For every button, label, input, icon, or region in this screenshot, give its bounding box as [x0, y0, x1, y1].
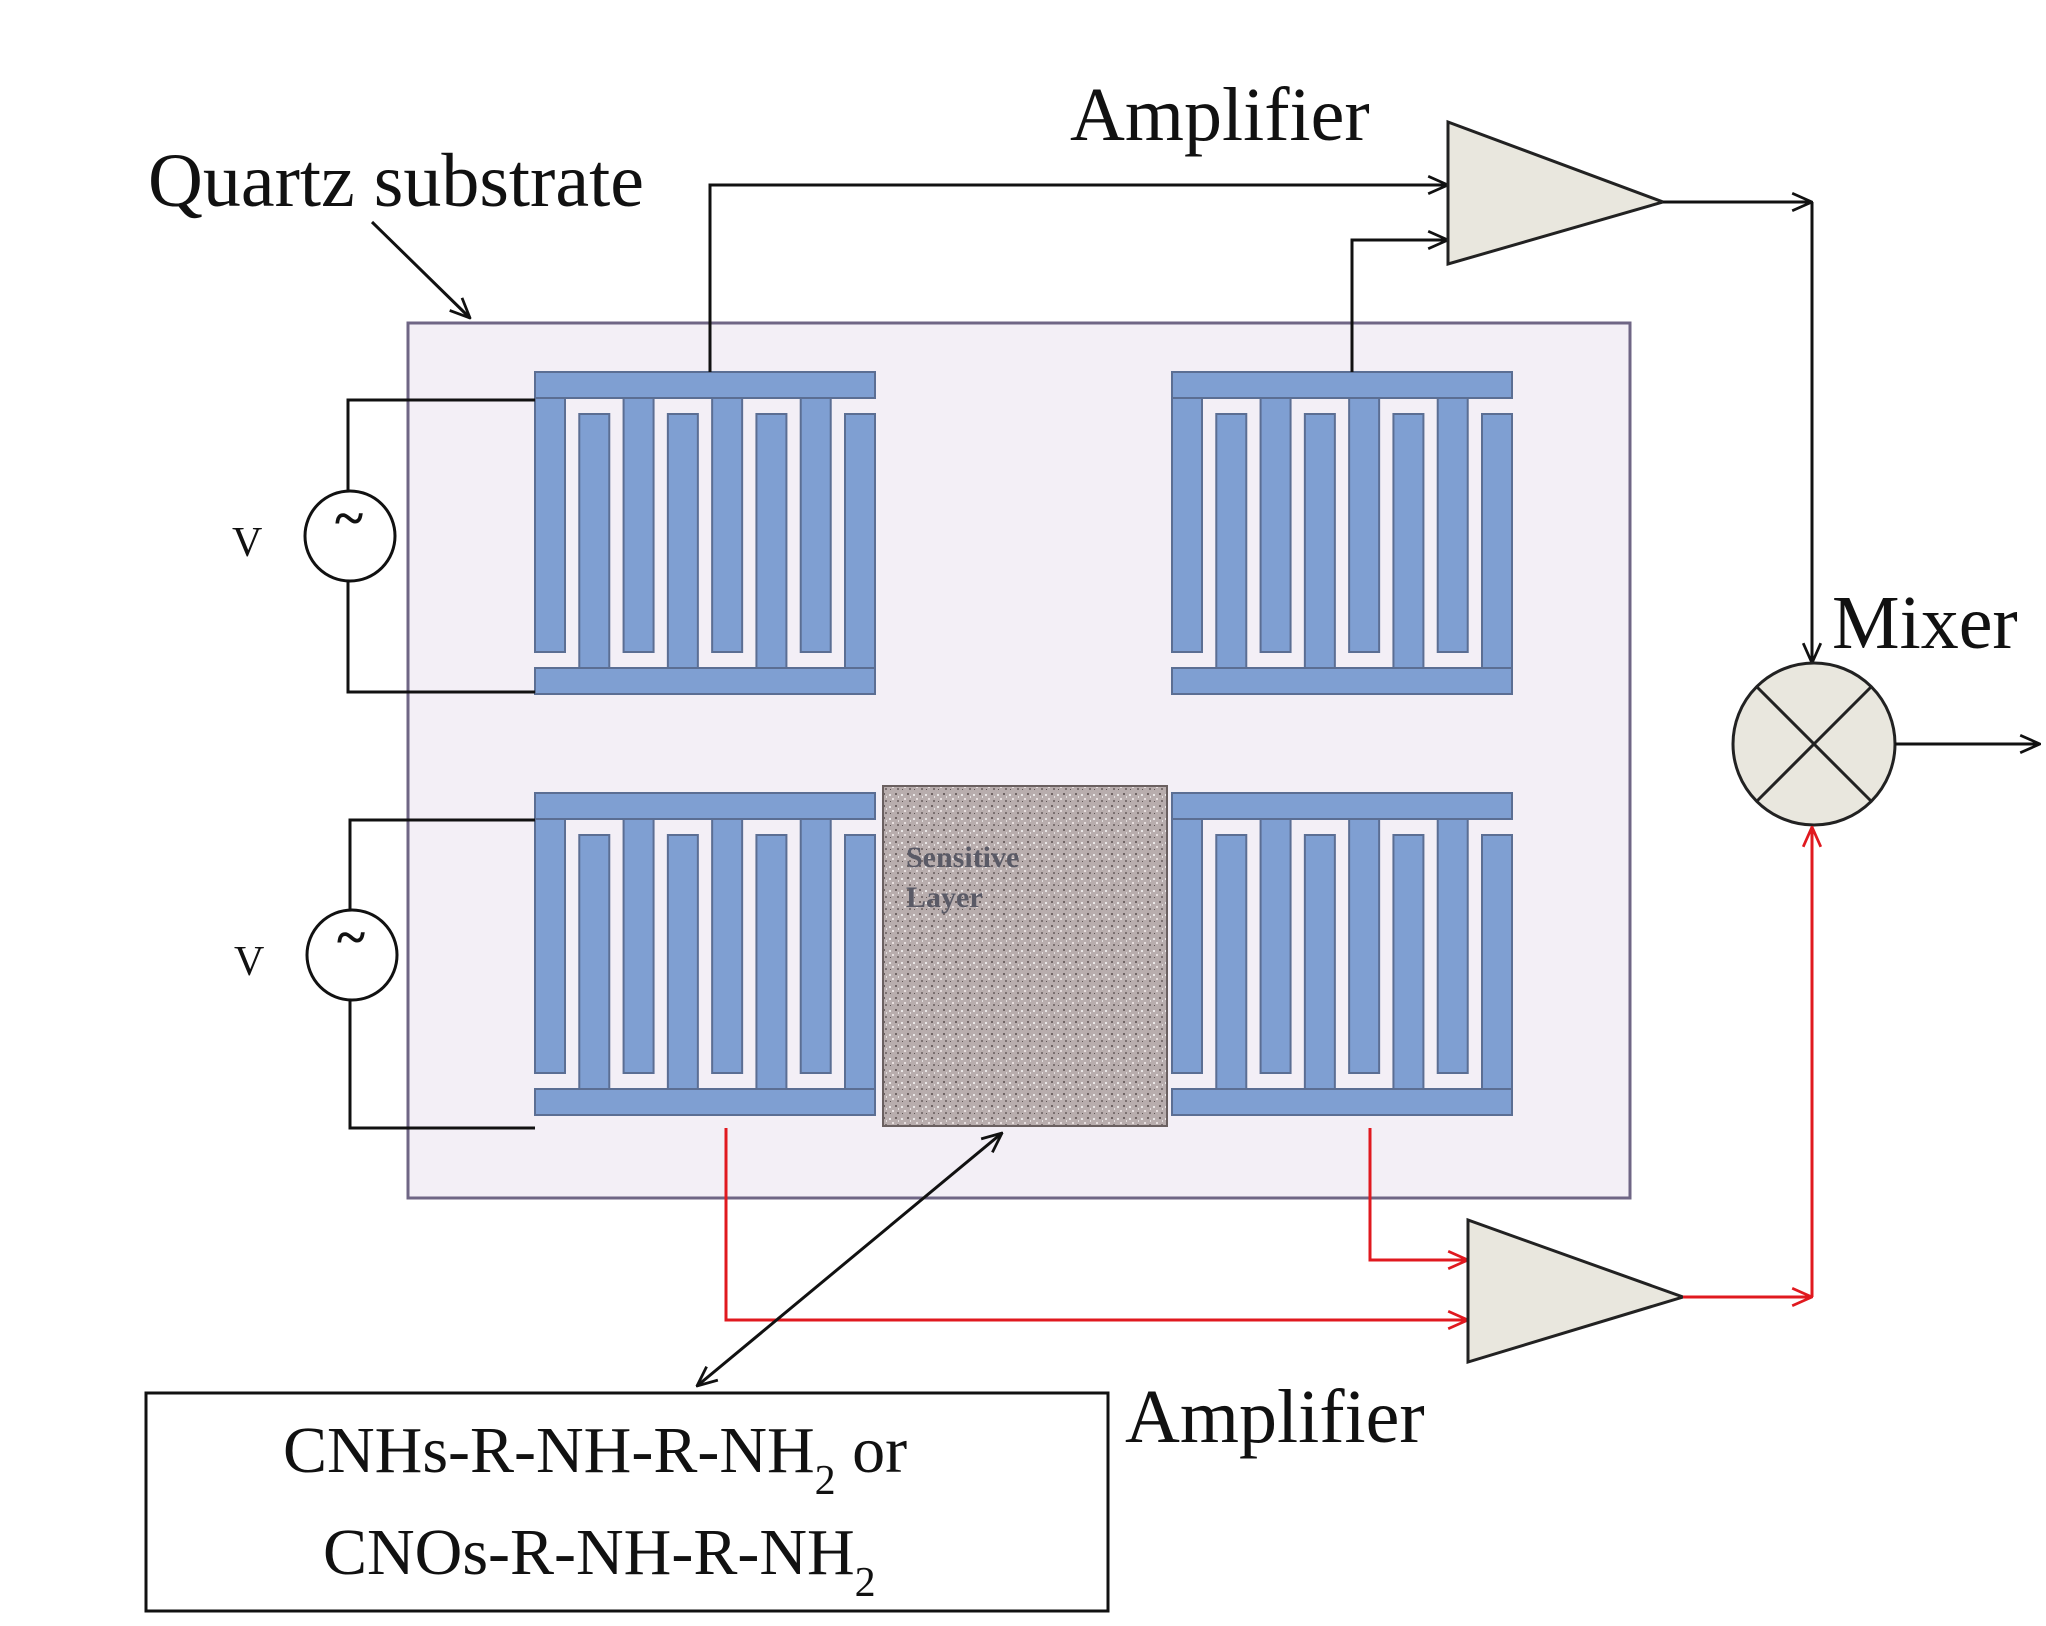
voltage-source-top-symbol: ~ [335, 488, 363, 548]
idt-top-bus-bar [534, 371, 876, 399]
amplifier-top-label: Amplifier [1070, 73, 1370, 157]
sensitive-layer-formula-arrow [697, 1133, 1002, 1386]
idt-finger-upper [1348, 818, 1381, 1074]
mixer-label: Mixer [1832, 581, 2018, 665]
idt-finger-lower [1481, 834, 1513, 1090]
quartz-substrate-pointer [370, 220, 470, 318]
idt-top-bus-bar [534, 792, 876, 820]
idt-finger-lower [1481, 413, 1513, 669]
idt-bottom-bus-bar [1171, 1088, 1513, 1116]
amplifier-top-icon [1446, 119, 1668, 266]
idt-finger-upper [1348, 397, 1381, 653]
idt-finger-lower [1215, 834, 1248, 1090]
idt-finger-upper [1436, 397, 1469, 653]
wire-top-left-to-amplifier [708, 185, 1448, 372]
idt-finger-upper [711, 818, 744, 1074]
mixer-icon [1731, 661, 1897, 827]
idt-top-bus-bar [1171, 371, 1513, 399]
idt-finger-upper [534, 818, 566, 1074]
idt-finger-lower [844, 413, 876, 669]
sensitive-layer-label-line2: Layer [906, 881, 983, 914]
voltage-source-bottom-icon [305, 908, 399, 1002]
idt-finger-upper [622, 818, 655, 1074]
idt-finger-upper [1436, 818, 1469, 1074]
idt-finger-lower [1392, 834, 1425, 1090]
voltage-label-bottom: V [234, 939, 264, 985]
idt-top-right-transducer [1171, 371, 1513, 695]
idt-finger-lower [578, 413, 611, 669]
idt-top-bus-bar [1171, 792, 1513, 820]
formula-line-2-subscript: 2 [855, 1560, 876, 1606]
idt-finger-upper [622, 397, 655, 653]
idt-finger-lower [666, 834, 699, 1090]
idt-bottom-right-transducer [1171, 792, 1513, 1116]
idt-bottom-bus-bar [534, 1088, 876, 1116]
formula-line-2: CNOs-R-NH-R-NH2 [323, 1516, 876, 1606]
amplifier-bottom-icon [1466, 1217, 1688, 1365]
idt-top-left-transducer [534, 371, 876, 695]
idt-finger-lower [1215, 413, 1248, 669]
idt-finger-upper [799, 397, 832, 653]
idt-finger-lower [755, 834, 788, 1090]
quartz-substrate-label: Quartz substrate [148, 139, 644, 223]
idt-finger-lower [1392, 413, 1425, 669]
formula-line-1-main: CNHs-R-NH-R-NH [283, 1414, 815, 1487]
sensitive-layer [882, 785, 1168, 1127]
idt-finger-lower [578, 834, 611, 1090]
idt-finger-upper [1259, 397, 1292, 653]
formula-box [144, 1391, 1110, 1613]
wire-top-right-to-amplifier [1350, 240, 1448, 372]
sensitive-layer-label-line1: Sensitive [906, 841, 1019, 874]
idt-finger-upper [1171, 397, 1203, 653]
idt-finger-upper [711, 397, 744, 653]
amplifier-bottom-label: Amplifier [1125, 1375, 1425, 1459]
idt-finger-lower [1303, 834, 1336, 1090]
formula-line-1-tail: or [836, 1414, 908, 1487]
formula-line-1-subscript: 2 [815, 1458, 836, 1504]
idt-bottom-bus-bar [534, 667, 876, 695]
idt-finger-upper [534, 397, 566, 653]
idt-finger-lower [844, 834, 876, 1090]
idt-bottom-bus-bar [1171, 667, 1513, 695]
wire-bottom-right-to-amplifier [1368, 1128, 1468, 1260]
voltage-label-top: V [232, 520, 262, 566]
idt-bottom-left-transducer [534, 792, 876, 1116]
voltage-source-top-icon [303, 489, 397, 583]
idt-finger-upper [1171, 818, 1203, 1074]
idt-finger-lower [666, 413, 699, 669]
idt-finger-lower [1303, 413, 1336, 669]
idt-finger-upper [1259, 818, 1292, 1074]
idt-finger-lower [755, 413, 788, 669]
idt-finger-upper [799, 818, 832, 1074]
voltage-source-bottom-symbol: ~ [337, 907, 365, 967]
formula-line-2-main: CNOs-R-NH-R-NH [323, 1516, 855, 1589]
formula-line-1: CNHs-R-NH-R-NH2 or [283, 1414, 907, 1504]
